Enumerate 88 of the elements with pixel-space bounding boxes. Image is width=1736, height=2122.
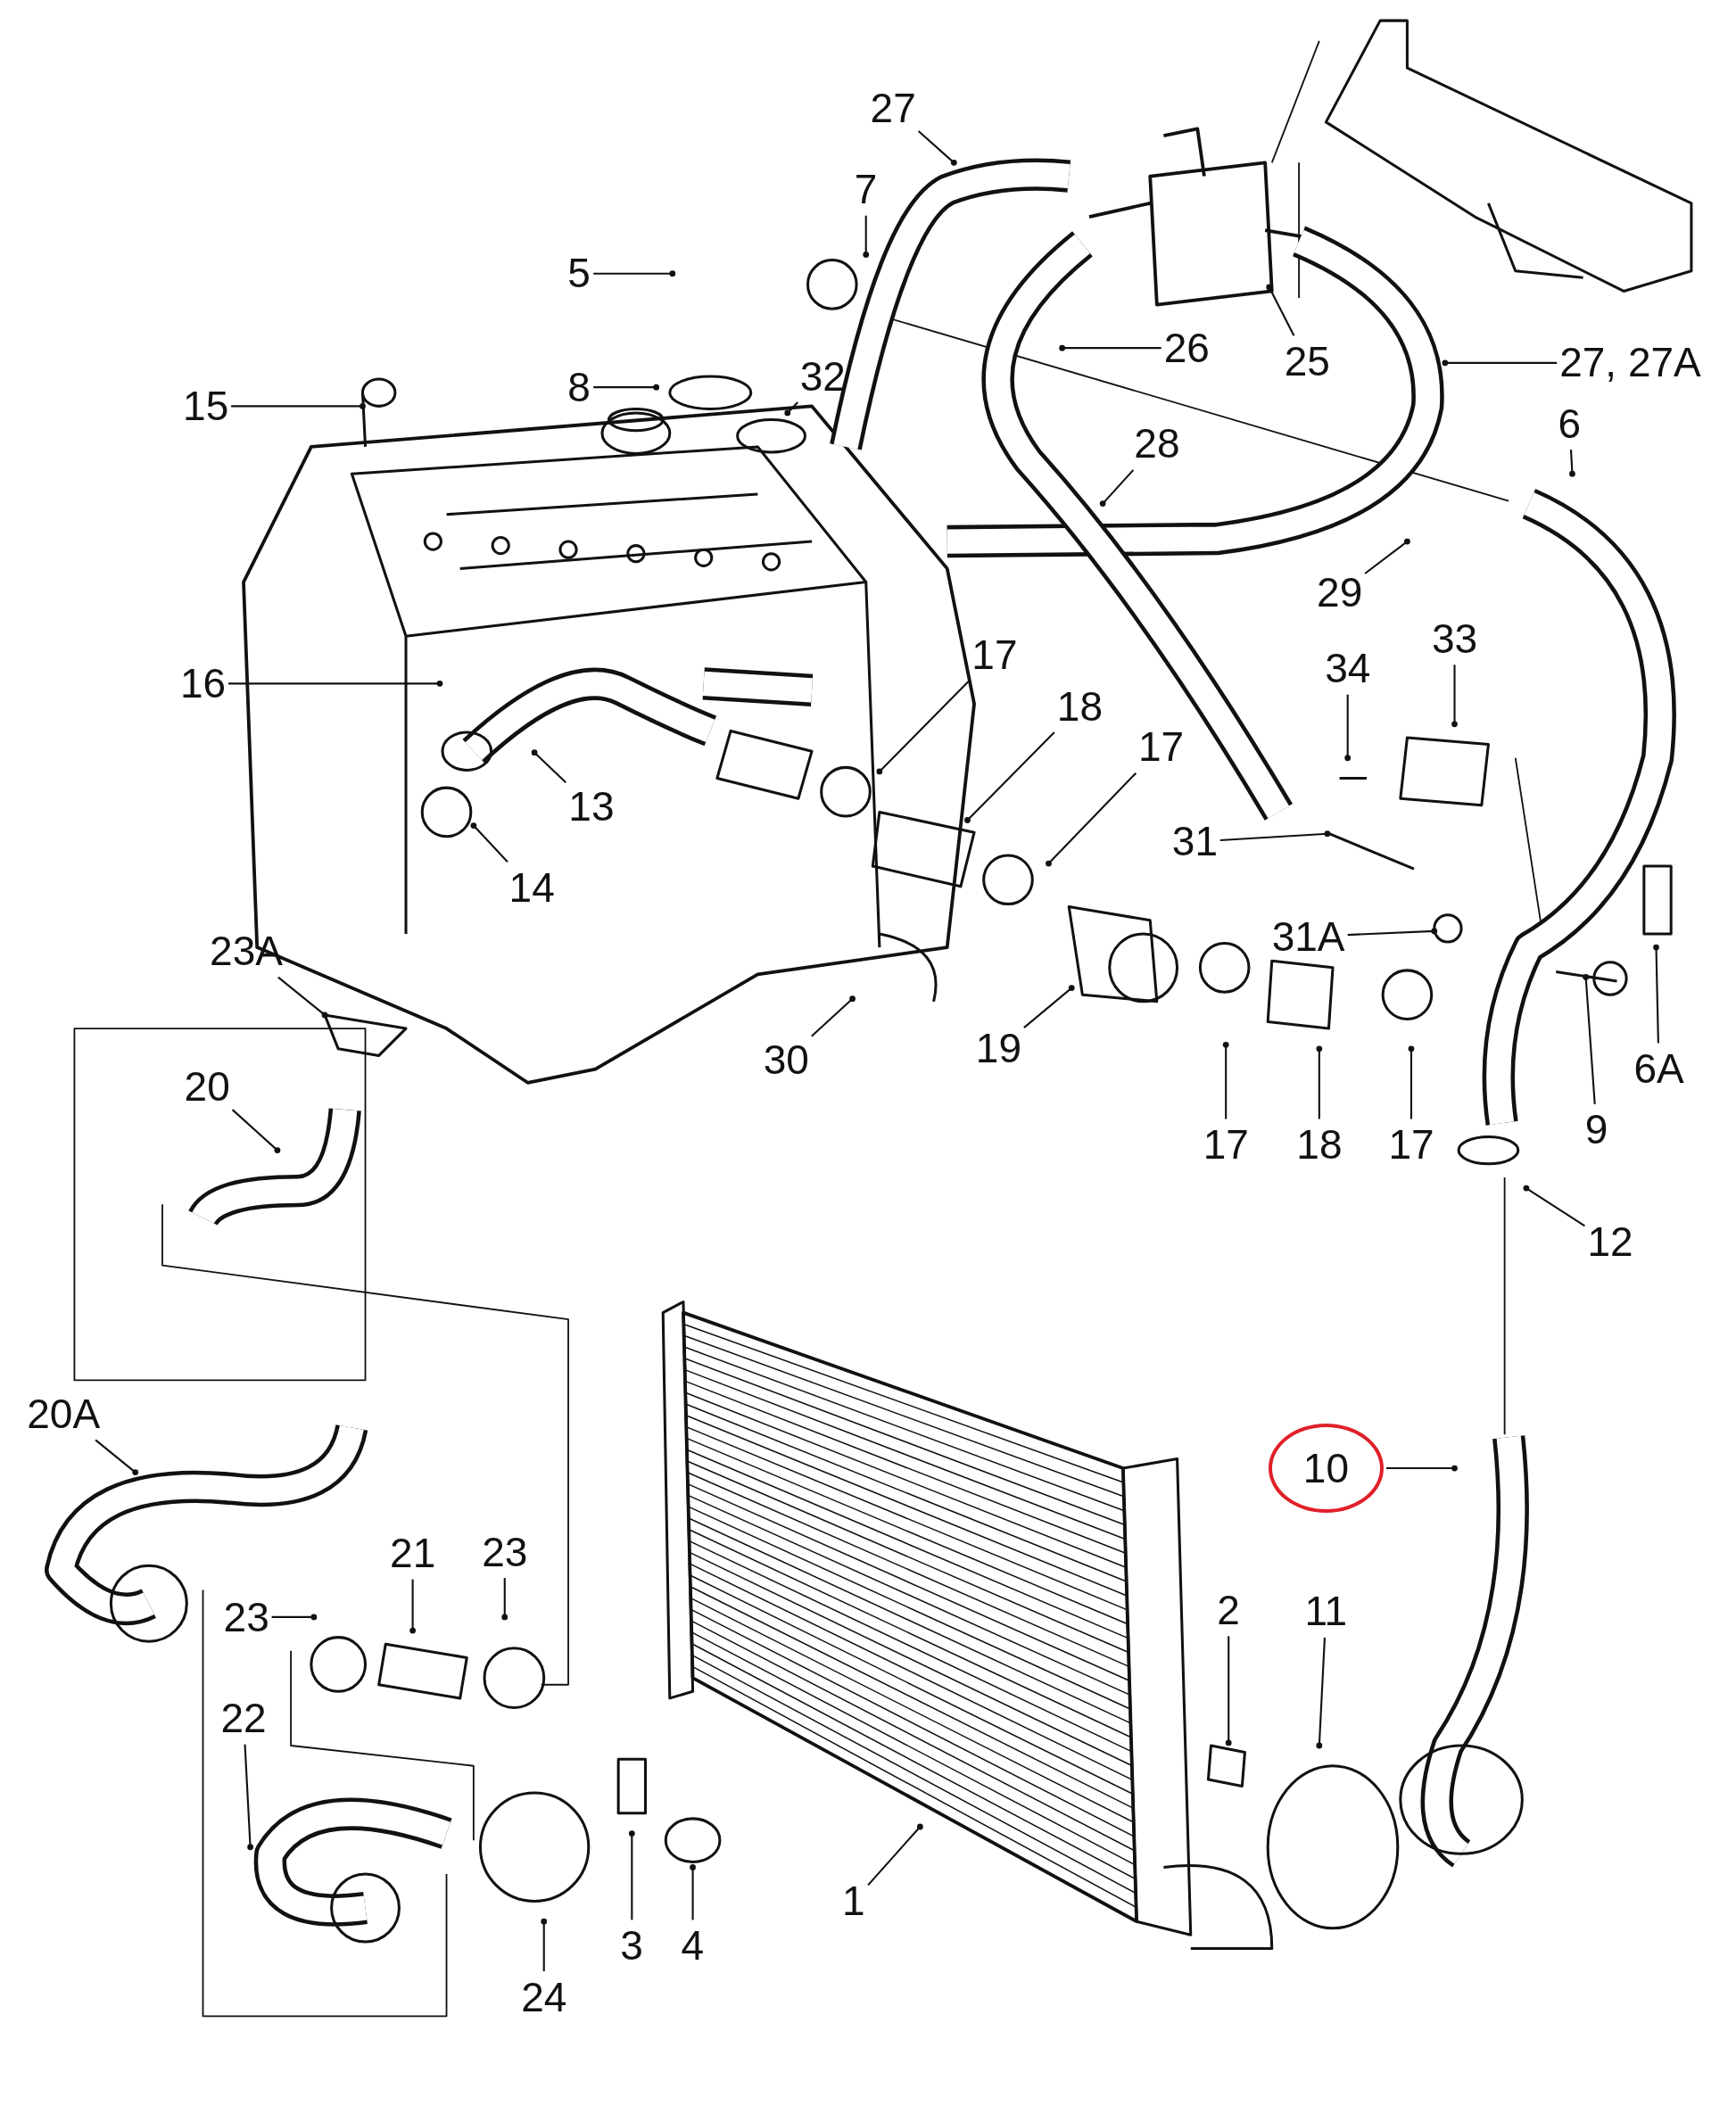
leader-line: [95, 1439, 139, 1475]
leader-line: [228, 680, 443, 687]
leader-line: [1364, 538, 1410, 574]
callout-number: 8: [567, 363, 591, 410]
leader-line: [917, 130, 957, 166]
leader-line: [690, 1864, 696, 1920]
leader-line: [964, 731, 1055, 823]
callout-number: 7: [854, 166, 878, 213]
leader-line: [231, 1109, 281, 1153]
callout-number: 18: [1056, 682, 1104, 730]
leader-line: [470, 822, 508, 863]
callout-number: 30: [763, 1036, 809, 1083]
callout-number: 18: [1296, 1121, 1343, 1168]
leader-line: [628, 1830, 635, 1920]
callout-number: 20: [184, 1062, 230, 1110]
callout-number: 29: [1317, 569, 1363, 616]
callout-number: 32: [799, 352, 846, 400]
leader-line: [244, 1744, 253, 1851]
leader-line: [501, 1578, 508, 1621]
leader-line: [1059, 344, 1161, 351]
callout-number: 17: [971, 632, 1018, 679]
leader-line: [1442, 359, 1558, 367]
callout-number: 17: [1137, 723, 1185, 771]
callout-number: 19: [975, 1025, 1022, 1072]
callout-number: 9: [1584, 1106, 1608, 1153]
callout-number: 23: [223, 1593, 269, 1640]
leader-line: [1222, 1041, 1229, 1119]
leader-line: [1344, 694, 1352, 762]
callout-number: 22: [220, 1695, 267, 1742]
leader-line: [1347, 928, 1438, 937]
leader-line: [867, 1823, 923, 1887]
callout-number: 14: [508, 864, 555, 911]
leader-line: [1266, 284, 1295, 336]
callout-number: 25: [1284, 337, 1330, 384]
callout-number: 23: [482, 1528, 528, 1575]
leader-line: [271, 1614, 318, 1621]
callout-number: 27, 27A: [1559, 339, 1701, 386]
callout-number: 13: [568, 783, 615, 830]
leader-line: [277, 976, 328, 1019]
leader-line: [1023, 985, 1075, 1028]
leader-line: [1451, 665, 1458, 728]
callout-number: 5: [567, 250, 591, 297]
callout-number: 6A: [1633, 1045, 1684, 1093]
leader-line: [231, 403, 366, 409]
callout-number: 3: [620, 1922, 643, 1969]
leader-line: [876, 680, 971, 775]
callout-number: 33: [1432, 615, 1478, 662]
callout-number: 1: [842, 1878, 865, 1925]
leader-line: [863, 215, 870, 258]
callout-number: 15: [183, 383, 229, 429]
callout-number: 26: [1163, 324, 1210, 371]
leader-line: [1316, 1637, 1326, 1749]
leader-line: [1408, 1045, 1415, 1119]
leader-line: [1225, 1636, 1232, 1746]
leader-line: [1385, 1465, 1458, 1472]
callout-number: 11: [1304, 1588, 1348, 1635]
leader-line: [1099, 469, 1135, 507]
callout-number: 2: [1217, 1586, 1240, 1633]
callout-number: 27: [870, 85, 916, 132]
callout-number: 34: [1325, 645, 1371, 692]
callout-number: 31A: [1271, 912, 1345, 960]
callout-number: 12: [1587, 1218, 1633, 1266]
callout-number: 21: [390, 1530, 436, 1577]
circled-callout-number: 10: [1268, 1423, 1384, 1513]
leader-line: [1523, 1185, 1585, 1227]
callout-number: 6: [1558, 400, 1582, 447]
leader-line: [1219, 830, 1331, 842]
callout-number: 20A: [27, 1391, 101, 1437]
leader-line: [409, 1579, 416, 1634]
callout-number: 17: [1388, 1121, 1434, 1168]
callout-number: 17: [1203, 1121, 1249, 1168]
leader-line: [1316, 1045, 1323, 1119]
leader-line: [811, 995, 856, 1037]
leader-line: [1653, 944, 1659, 1044]
leader-line: [593, 384, 659, 391]
callout-number: 4: [681, 1922, 705, 1969]
callout-number: 31: [1171, 818, 1218, 865]
callout-number: 23A: [210, 928, 283, 975]
leader-line: [593, 270, 676, 277]
leader-line: [1046, 772, 1137, 867]
leader-line: [784, 401, 798, 417]
callout-number: 16: [180, 659, 227, 706]
leader-line: [1583, 974, 1596, 1104]
callout-number: 28: [1134, 420, 1180, 467]
leader-line: [541, 1918, 548, 1972]
callout-number: 24: [521, 1973, 567, 2020]
leader-line: [1569, 450, 1575, 477]
leader-line: [531, 749, 567, 783]
